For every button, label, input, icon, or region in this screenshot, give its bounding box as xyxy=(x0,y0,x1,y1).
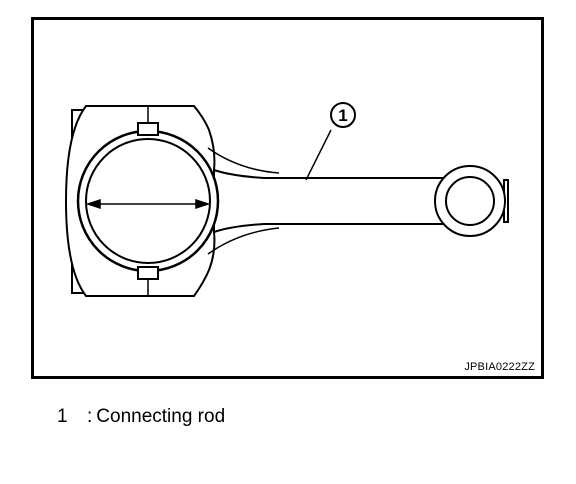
bearing-notch-bottom xyxy=(137,266,159,280)
legend-item: 1 : Connecting rod xyxy=(57,406,225,428)
bore-diameter-arrow xyxy=(85,198,211,210)
bearing-notch-top xyxy=(137,122,159,136)
connecting-rod-drawing: 1 xyxy=(64,102,509,297)
callout-1: 1 xyxy=(305,102,356,181)
small-end-bore xyxy=(445,176,495,226)
diagram-frame: 1 JPBIA0222ZZ xyxy=(31,17,544,379)
legend-separator: : xyxy=(87,406,93,427)
legend-number: 1 xyxy=(57,406,68,427)
big-end-bore-inner xyxy=(85,138,211,264)
shank-inner-line-lower xyxy=(207,227,280,255)
figure-code: JPBIA0222ZZ xyxy=(464,361,535,373)
callout-number: 1 xyxy=(338,106,347,125)
small-end xyxy=(434,165,509,237)
rod-shank xyxy=(213,168,471,234)
legend-label: Connecting rod xyxy=(96,406,226,427)
shank-inner-line xyxy=(207,147,280,174)
callout-leader xyxy=(305,129,332,181)
callout-circle xyxy=(330,102,356,128)
